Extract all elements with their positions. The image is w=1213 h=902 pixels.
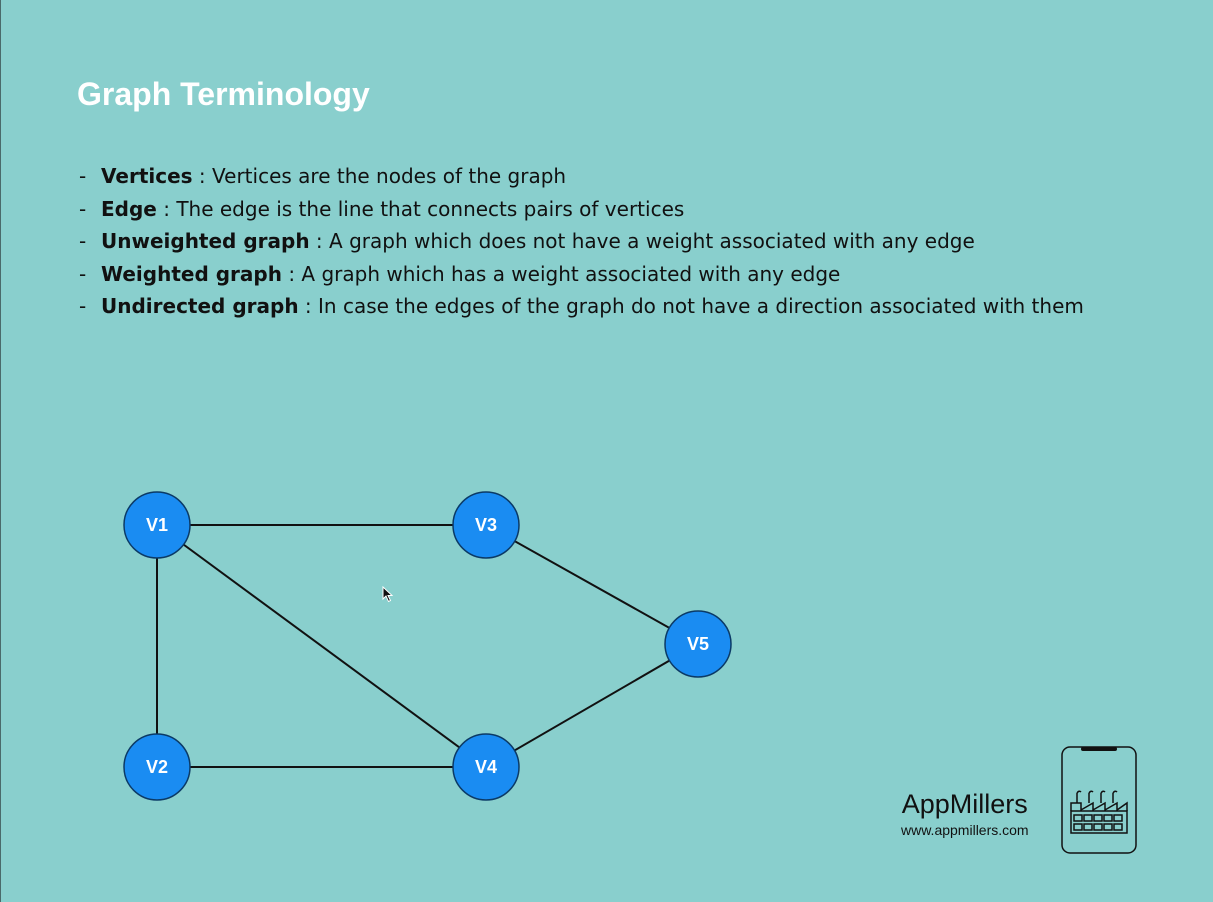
- list-item: -Vertices : Vertices are the nodes of th…: [79, 161, 1084, 194]
- edge-v3-v5: [485, 524, 699, 645]
- bullet-dash: -: [79, 164, 87, 188]
- vertex-label: V5: [687, 634, 709, 654]
- term-name: Undirected graph: [101, 294, 299, 318]
- bullet-dash: -: [79, 229, 87, 253]
- edge-v4-v5: [485, 643, 699, 768]
- bullet-dash: -: [79, 294, 87, 318]
- bullet-dash: -: [79, 196, 87, 221]
- vertex-v3: V3: [452, 491, 520, 559]
- term-name: Unweighted graph: [101, 229, 310, 253]
- vertex-label: V4: [475, 757, 497, 777]
- list-item: -Edge : The edge is the line that connec…: [79, 194, 1084, 227]
- term-name: Weighted graph: [101, 261, 282, 286]
- mouse-cursor-icon: [382, 586, 394, 603]
- term-definition: : In case the edges of the graph do not …: [298, 294, 1084, 318]
- edge-v1-v4: [156, 524, 487, 768]
- vertex-v5: V5: [664, 610, 732, 678]
- graph-edges: [156, 524, 699, 768]
- list-item: -Undirected graph : In case the edges of…: [79, 291, 1084, 324]
- list-item: -Unweighted graph : A graph which does n…: [79, 226, 1084, 259]
- vertex-label: V3: [475, 515, 497, 535]
- vertex-circle: [452, 733, 520, 801]
- vertex-circle: [123, 733, 191, 801]
- term-name: Vertices: [101, 164, 193, 188]
- term-definition: : A graph which has a weight associated …: [281, 261, 841, 286]
- vertex-circle: [664, 610, 732, 678]
- brand-block: AppMillers www.appmillers.com: [901, 788, 1029, 838]
- slide-title: Graph Terminology: [77, 76, 370, 112]
- vertex-v1: V1: [123, 491, 191, 559]
- vertex-label: V2: [146, 757, 168, 777]
- list-item: -Weighted graph : A graph which has a we…: [79, 259, 1084, 292]
- term-definition: : Vertices are the nodes of the graph: [192, 164, 567, 188]
- factory-in-phone-icon: [1061, 746, 1137, 854]
- terminology-list: -Vertices : Vertices are the nodes of th…: [79, 161, 1084, 324]
- brand-name: AppMillers: [901, 789, 1028, 819]
- term-definition: : A graph which does not have a weight a…: [309, 229, 975, 253]
- bullet-dash: -: [79, 261, 87, 286]
- vertex-label: V1: [146, 515, 168, 535]
- term-definition: : The edge is the line that connects pai…: [156, 196, 685, 221]
- vertex-v2: V2: [123, 733, 191, 801]
- vertex-circle: [123, 491, 191, 559]
- vertex-v4: V4: [452, 733, 520, 801]
- term-name: Edge: [101, 196, 157, 221]
- brand-url: www.appmillers.com: [901, 822, 1029, 838]
- vertex-circle: [452, 491, 520, 559]
